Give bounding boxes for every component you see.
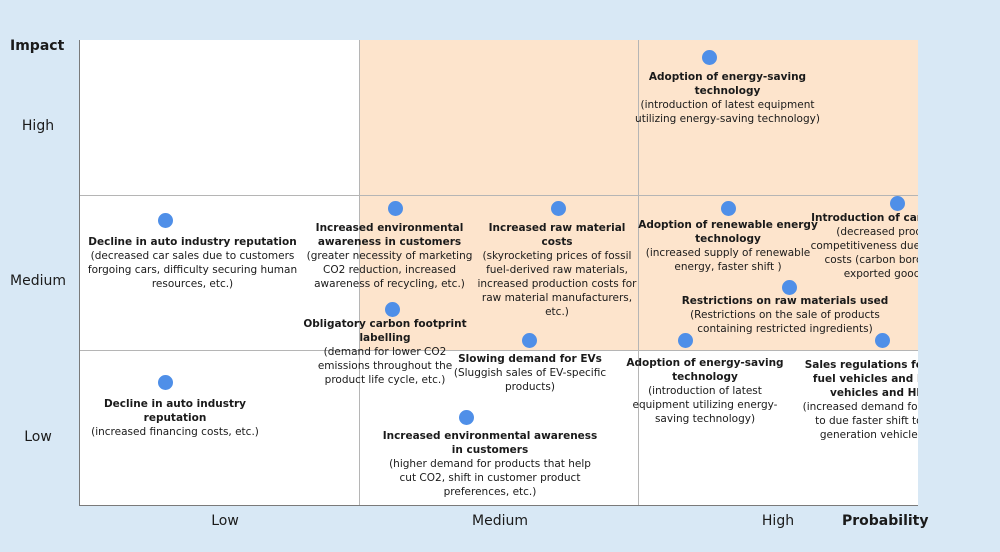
x-tick-high: High xyxy=(761,513,795,529)
data-point xyxy=(721,201,736,216)
data-point xyxy=(702,50,717,65)
point-label: Sales regulations for fossil fuel vehicl… xyxy=(802,359,918,441)
point-label: Increased environmental awareness in cus… xyxy=(306,222,473,290)
data-point xyxy=(385,302,400,317)
point-label: Increased environmental awareness in cus… xyxy=(382,430,598,498)
point-label: Adoption of energy-saving technology(int… xyxy=(635,71,820,125)
data-point xyxy=(551,201,566,216)
plot-area: Adoption of energy-saving technology(int… xyxy=(79,40,918,506)
grid-hline-2 xyxy=(80,350,918,351)
x-tick-medium: Medium xyxy=(472,513,528,529)
data-point xyxy=(522,333,537,348)
grid-vline-2 xyxy=(638,40,639,505)
data-point xyxy=(158,213,173,228)
y-tick-low: Low xyxy=(24,429,52,445)
point-label: Increased raw material costs(skyrocketin… xyxy=(477,222,637,318)
grid-vline-1 xyxy=(359,40,360,505)
y-axis-title: Impact xyxy=(10,38,65,54)
point-label: Obligatory carbon footprint labelling(de… xyxy=(303,318,467,386)
grid-hline-1 xyxy=(80,195,918,196)
y-tick-high: High xyxy=(21,118,55,134)
point-label: Introduction of carbon pricing(decreased… xyxy=(810,212,918,280)
data-point xyxy=(875,333,890,348)
data-point xyxy=(782,280,797,295)
point-label: Adoption of renewable energy technology(… xyxy=(638,219,818,273)
x-tick-low: Low xyxy=(211,513,239,529)
data-point xyxy=(678,333,693,348)
data-point xyxy=(388,201,403,216)
point-label: Decline in auto industry reputation(incr… xyxy=(91,398,259,438)
data-point xyxy=(890,196,905,211)
data-point xyxy=(158,375,173,390)
point-label: Slowing demand for EVs(Sluggish sales of… xyxy=(453,353,607,393)
data-point xyxy=(459,410,474,425)
point-label: Adoption of energy-saving technology(int… xyxy=(626,357,784,425)
x-axis-title: Probability xyxy=(842,513,929,529)
point-label: Decline in auto industry reputation(decr… xyxy=(87,236,298,290)
point-label: Restrictions on raw materials used(Restr… xyxy=(681,295,889,335)
y-tick-medium: Medium xyxy=(10,273,66,289)
